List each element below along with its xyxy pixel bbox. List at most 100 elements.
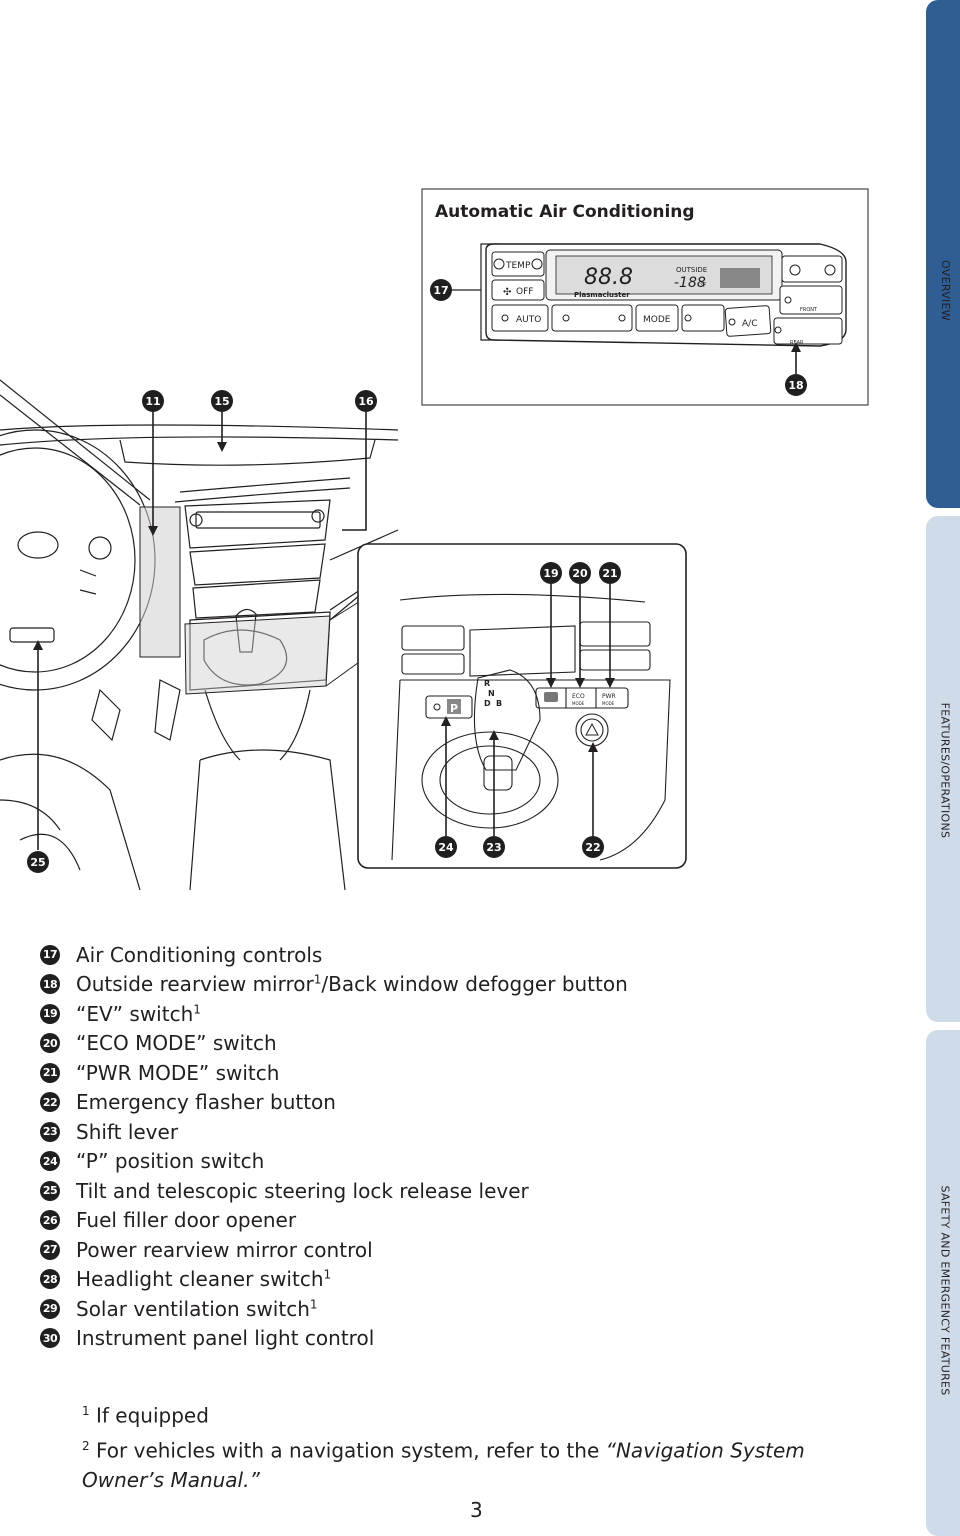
legend-number-badge: 23	[40, 1121, 60, 1142]
ac-outside-label: OUTSIDE	[676, 266, 707, 274]
legend-number-badge: 26	[40, 1210, 60, 1231]
legend-text: Headlight cleaner switch1	[76, 1267, 331, 1291]
legend-number-badge: 21	[40, 1062, 60, 1083]
highlight-left-switches	[139, 506, 181, 658]
svg-text:18: 18	[788, 379, 803, 392]
legend-label: Power rearview mirror control	[76, 1237, 373, 1262]
legend-label: Headlight cleaner switch	[76, 1267, 324, 1292]
footnote-1: 1 If equipped	[82, 1403, 209, 1428]
gear-b-label: B	[496, 699, 502, 708]
legend-text: “ECO MODE” switch	[76, 1031, 277, 1055]
callout-16: 16	[355, 390, 377, 412]
legend-number-badge: 19	[40, 1003, 60, 1024]
legend-text: Solar ventilation switch1	[76, 1297, 318, 1321]
legend-item: 23 Shift lever	[40, 1117, 860, 1147]
legend-text: Tilt and telescopic steering lock releas…	[76, 1179, 529, 1203]
tab-overview-label-wrap: OVERVIEW	[930, 190, 960, 390]
svg-text:22: 22	[585, 841, 600, 854]
legend-text: “EV” switch1	[76, 1002, 201, 1026]
tab-safety-emergency[interactable]	[926, 1030, 960, 1536]
legend-label: Outside rearview mirror	[76, 972, 314, 997]
tab-features-label-wrap: FEATURES/OPERATIONS	[930, 660, 960, 880]
legend-number-badge: 30	[40, 1328, 60, 1349]
svg-text:15: 15	[214, 395, 229, 408]
park-switch-label: P	[450, 702, 458, 715]
svg-text:23: 23	[486, 841, 501, 854]
eco-mode-label: MODE	[572, 701, 585, 706]
tab-features-label: FEATURES/OPERATIONS	[938, 702, 952, 838]
legend-label: Shift lever	[76, 1119, 179, 1144]
ac-display-temp: 88.8	[584, 265, 633, 290]
legend-label: Tilt and telescopic steering lock releas…	[76, 1178, 529, 1203]
page-number: 3	[470, 1498, 483, 1522]
gear-r-label: R	[484, 679, 490, 688]
legend-text: “PWR MODE” switch	[76, 1061, 279, 1085]
legend-item: 27 Power rearview mirror control	[40, 1235, 860, 1265]
dashboard-line-art	[0, 379, 399, 891]
ac-off-label: OFF	[516, 287, 533, 297]
pwr-mode-label: MODE	[602, 701, 615, 706]
svg-text:✣: ✣	[503, 287, 511, 298]
legend-label-tail: /Back window defogger button	[321, 972, 628, 997]
svg-text:16: 16	[358, 395, 374, 408]
svg-text:25: 25	[30, 856, 45, 869]
callout-22: 22	[582, 836, 604, 858]
eco-label: ECO	[572, 693, 585, 700]
legend-footnote-mark: 1	[313, 972, 322, 987]
legend-number-badge: 17	[40, 944, 60, 965]
ac-auto-label: AUTO	[516, 315, 541, 325]
legend-label: Fuel filler door opener	[76, 1208, 297, 1233]
gear-d-label: D	[484, 699, 491, 708]
legend-footnote-mark: 1	[323, 1267, 332, 1282]
ac-plasmacluster-label: Plasmacluster	[574, 291, 630, 299]
tab-features-operations[interactable]	[926, 516, 960, 1022]
footnotes: 1 If equipped 2 For vehicles with a navi…	[82, 1396, 882, 1495]
legend-text: Instrument panel light control	[76, 1326, 374, 1350]
tab-safety-label: SAFETY AND EMERGENCY FEATURES	[938, 1184, 952, 1396]
tab-safety-label-wrap: SAFETY AND EMERGENCY FEATURES	[930, 1150, 960, 1430]
dashboard-diagram: Automatic Air Conditioning 88.8 OUTSIDE …	[0, 188, 869, 891]
legend-label: “EV” switch	[76, 1001, 194, 1026]
legend-label: Solar ventilation switch	[76, 1296, 310, 1321]
leader-lines	[37, 412, 611, 850]
legend-item: 24 “P” position switch	[40, 1147, 860, 1177]
ac-rear-label: REAR	[790, 340, 804, 346]
legend-footnote-mark: 1	[193, 1002, 201, 1017]
legend-item: 19 “EV” switch1	[40, 999, 860, 1029]
legend-label: “ECO MODE” switch	[76, 1031, 277, 1056]
ac-front-label: FRONT	[800, 307, 818, 313]
legend-number-badge: 27	[40, 1239, 60, 1260]
pwr-label: PWR	[602, 693, 616, 700]
callout-18: 18	[785, 374, 807, 396]
highlight-console	[184, 615, 331, 695]
legend-item: 21 “PWR MODE” switch	[40, 1058, 860, 1088]
callout-19: 19	[540, 562, 562, 584]
legend-number-badge: 24	[40, 1151, 60, 1172]
callout-25: 25	[27, 851, 49, 873]
legend-item: 30 Instrument panel light control	[40, 1324, 860, 1354]
footnote-2: 2 For vehicles with a navigation system,…	[82, 1438, 805, 1493]
tab-overview-label: OVERVIEW	[938, 259, 952, 321]
legend-footnote-mark: 1	[309, 1297, 318, 1312]
legend-label: Instrument panel light control	[76, 1326, 375, 1351]
legend-label: “PWR MODE” switch	[76, 1060, 280, 1085]
leader-arrowheads	[33, 442, 615, 752]
svg-text:11: 11	[145, 395, 160, 408]
callout-20: 20	[569, 562, 591, 584]
tab-overview[interactable]	[926, 0, 960, 508]
callout-21: 21	[599, 562, 621, 584]
legend-text: Outside rearview mirror1/Back window def…	[76, 972, 628, 996]
legend-text: Emergency flasher button	[76, 1090, 336, 1114]
legend-label: Emergency flasher button	[76, 1090, 336, 1115]
callout-15: 15	[211, 390, 233, 412]
legend-number-badge: 20	[40, 1033, 60, 1054]
ac-panel-inset: Automatic Air Conditioning 88.8 OUTSIDE …	[421, 188, 869, 406]
legend-text: Shift lever	[76, 1120, 178, 1144]
legend-number-badge: 28	[40, 1269, 60, 1290]
legend-label: “P” position switch	[76, 1149, 265, 1174]
gear-n-label: N	[488, 689, 495, 698]
